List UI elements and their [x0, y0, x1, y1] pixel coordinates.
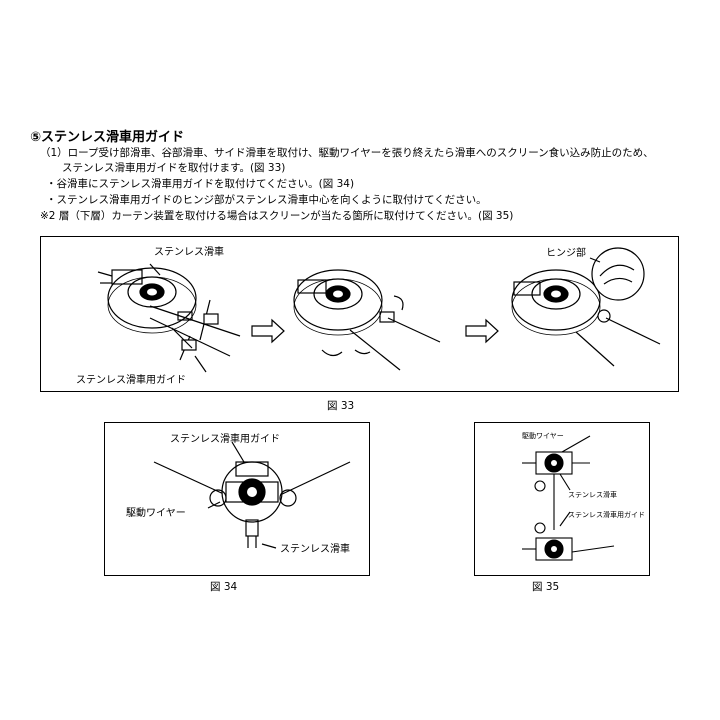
figure-33-frame: [40, 236, 679, 392]
instruction-line-1: （1）ロープ受け部滑車、谷部滑車、サイド滑車を取付け、駆動ワイヤーを張り終えたら…: [40, 147, 654, 159]
section-heading: ⑤ステンレス滑車用ガイド: [30, 130, 185, 145]
figure-35-caption: 図 35: [532, 581, 560, 593]
instruction-line-5: ※2 層（下層）カーテン装置を取付ける場合はスクリーンが当たる箇所に取付けてくだ…: [40, 210, 514, 222]
instruction-line-4: ・ステンレス滑車用ガイドのヒンジ部がステンレス滑車中心を向くように取付けてくださ…: [46, 194, 487, 206]
figure-33-caption: 図 33: [327, 400, 355, 412]
pulley-1-illustration: [97, 267, 197, 334]
fig33-pulley-label: ステンレス滑車: [154, 247, 224, 258]
figure-34-caption: 図 34: [210, 581, 238, 593]
instruction-line-2: ステンレス滑車用ガイドを取付けます。(図 33): [62, 162, 286, 174]
fig33-hinge-label: ヒンジ部: [546, 248, 586, 259]
figure-34-frame: [104, 422, 370, 576]
fig34-pulley-label: ステンレス滑車: [280, 544, 350, 555]
fig35-pulley-label: ステンレス滑車: [568, 491, 617, 499]
fig35-wire-label: 駆動ワイヤー: [522, 432, 564, 440]
figure-35-frame: [474, 422, 650, 576]
fig35-guide-label: ステンレス滑車用ガイド: [568, 511, 645, 519]
fig34-guide-label: ステンレス滑車用ガイド: [170, 434, 280, 445]
instruction-line-3: ・谷滑車にステンレス滑車用ガイドを取付けてください。(図 34): [46, 178, 355, 190]
fig34-wire-label: 駆動ワイヤー: [126, 508, 186, 519]
fig33-guide-label: ステンレス滑車用ガイド: [76, 375, 186, 386]
